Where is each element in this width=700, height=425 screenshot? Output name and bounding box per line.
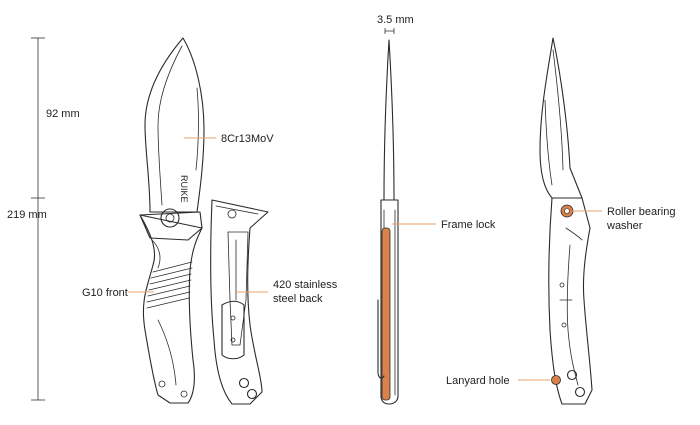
handle-screw-icon: [158, 380, 166, 388]
back-handle: [210, 199, 269, 405]
spine-blade: [383, 39, 395, 201]
knife-spine-view: [377, 28, 399, 405]
overall-length-label: 219 mm: [7, 209, 47, 221]
back-scale-label-line2: steel back: [273, 293, 323, 305]
back-screw-icon: [238, 377, 250, 389]
knife-front-view: RUIKE: [139, 37, 205, 404]
knife-side-view: [539, 37, 593, 405]
lanyard-hole-icon: [551, 375, 561, 385]
pocket-clip: [221, 300, 245, 360]
blade-length-label: 92 mm: [46, 108, 80, 120]
steel-label: 8Cr13MoV: [221, 133, 274, 145]
back-scale-label-line1: 420 stainless: [273, 279, 338, 291]
roller-label-line2: washer: [606, 220, 643, 232]
pivot-screw-icon: [160, 208, 180, 228]
back-pivot-icon: [227, 209, 237, 219]
lanyard-label: Lanyard hole: [446, 375, 510, 387]
side-blade: [539, 37, 583, 199]
front-scale-label: G10 front: [82, 287, 128, 299]
thickness-label: 3.5 mm: [377, 14, 414, 26]
handle-screw-icon: [180, 390, 188, 398]
front-blade: [144, 37, 205, 213]
side-handle: [548, 197, 593, 405]
frame-lock-copper-band: [381, 227, 391, 401]
side-screw-icon: [566, 369, 578, 381]
back-screw-icon: [246, 388, 258, 400]
roller-label-line1: Roller bearing: [607, 206, 675, 218]
side-screw-icon: [574, 386, 586, 398]
knife-back-scale-view: [210, 199, 269, 405]
brand-mark: RUIKE: [179, 175, 189, 203]
spine-handle: [380, 199, 399, 405]
frame-lock-label: Frame lock: [441, 219, 496, 231]
overall-length-dimension: [31, 37, 45, 401]
front-handle: [139, 214, 203, 404]
